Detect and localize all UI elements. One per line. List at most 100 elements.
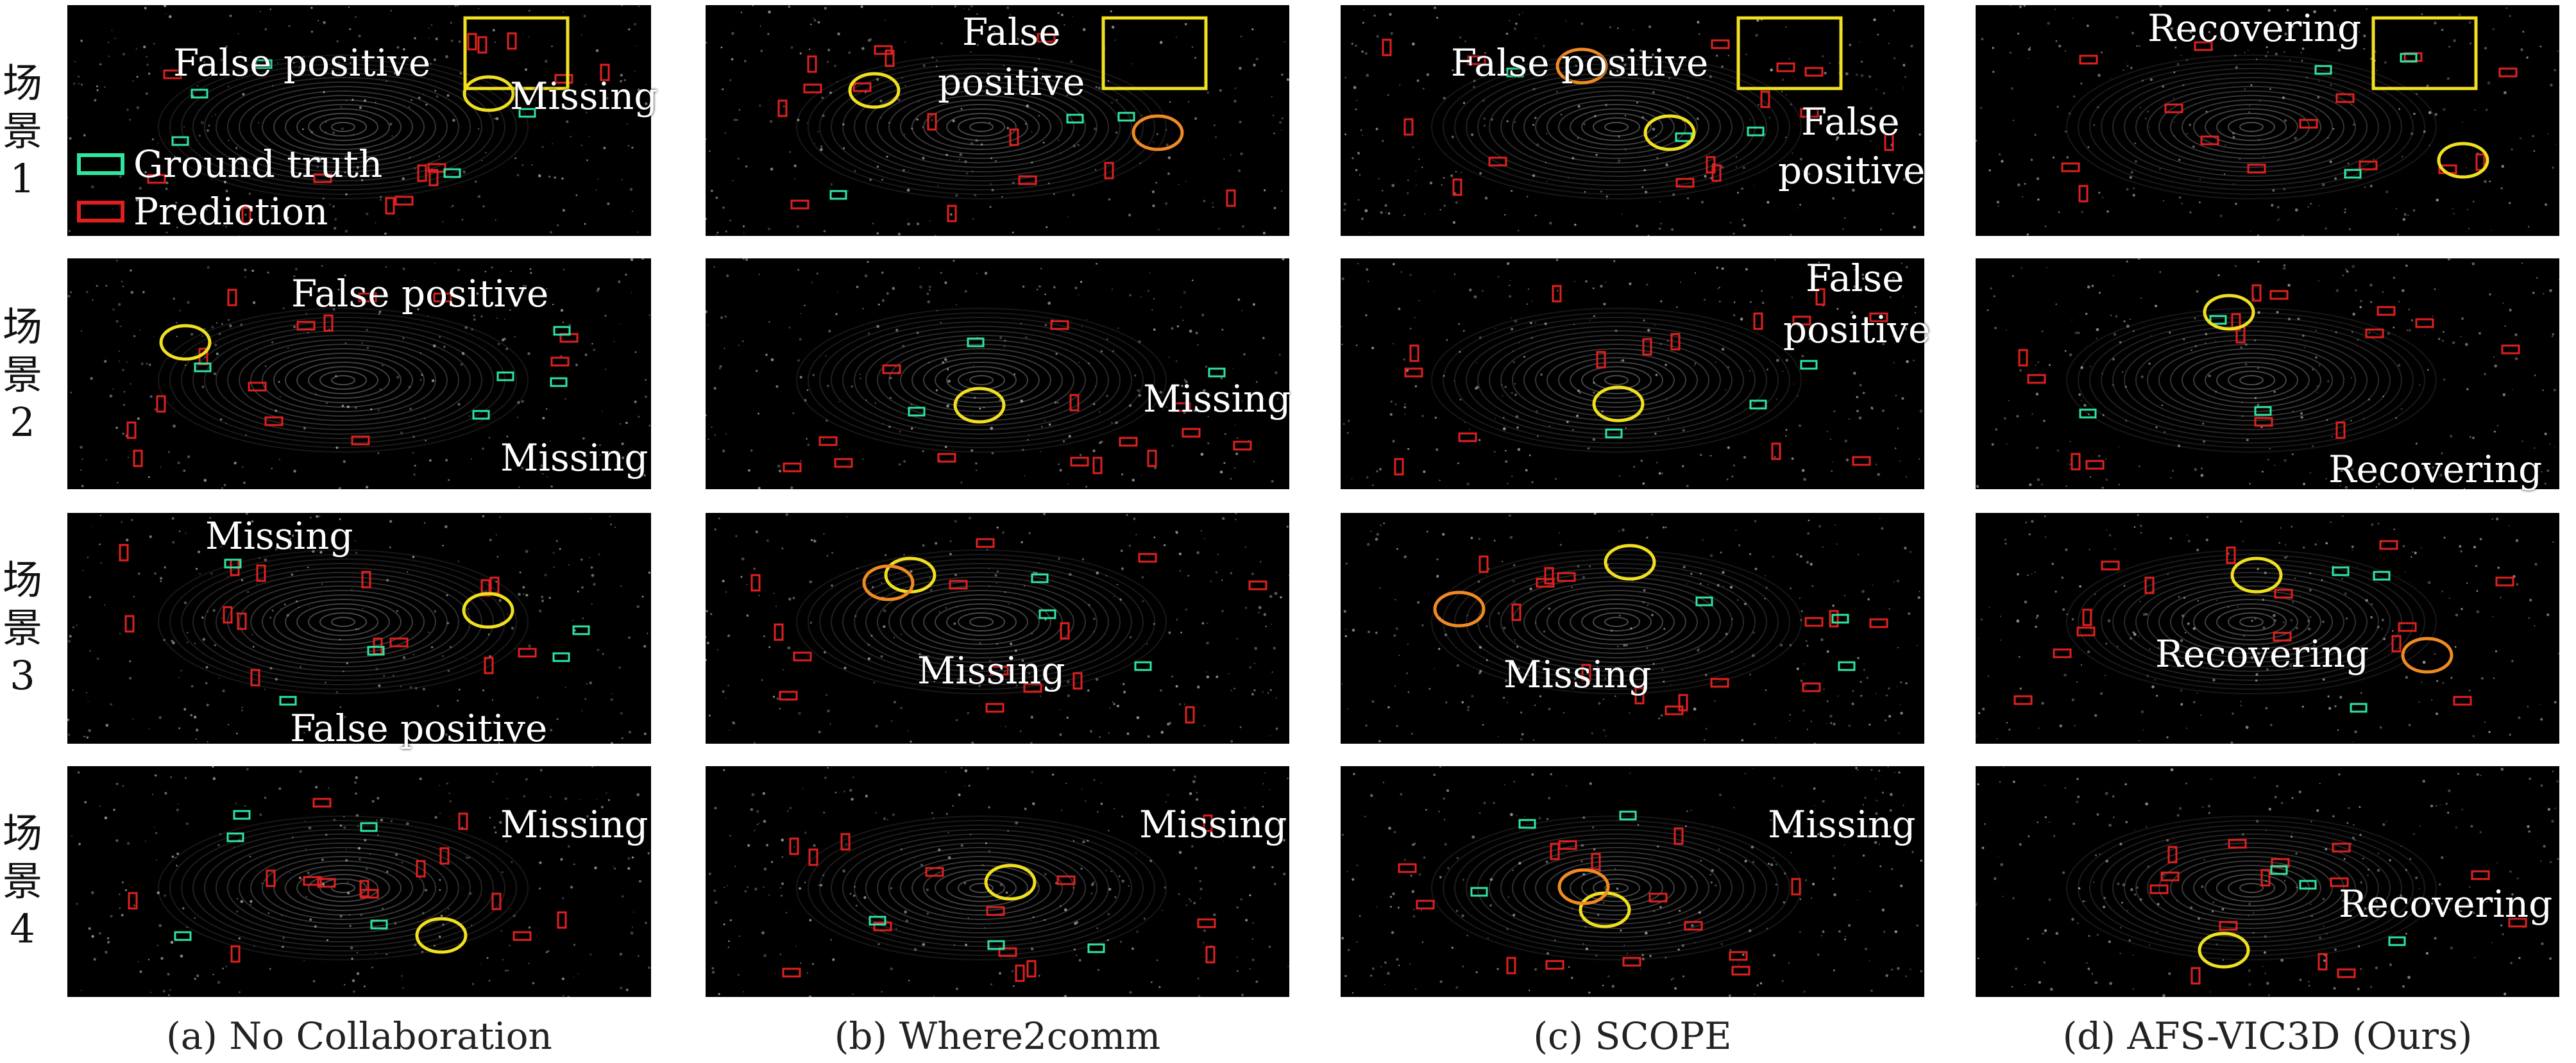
highlight-ellipse — [462, 592, 514, 629]
prediction-box — [1233, 440, 1252, 451]
prediction-box — [2415, 318, 2434, 328]
ground-truth-box — [967, 337, 985, 347]
prediction-box — [1026, 960, 1037, 978]
annotation-positive: positive — [1783, 308, 1931, 351]
prediction-box — [1205, 946, 1216, 964]
prediction-box — [2330, 877, 2349, 887]
ground-truth-box — [553, 326, 571, 336]
caption-afs-vic3d: (d) AFS-VIC3D (Ours) — [2062, 1014, 2473, 1058]
caption-scope: (c) SCOPE — [1533, 1014, 1732, 1058]
highlight-ellipse — [1604, 544, 1656, 581]
annotation-recovering: Recovering — [2155, 632, 2369, 676]
prediction-box — [1018, 175, 1037, 185]
prediction-box — [554, 74, 573, 84]
prediction-box — [2471, 870, 2490, 880]
prediction-box — [1536, 578, 1555, 588]
ground-truth-box — [2350, 703, 2368, 713]
annotation-recovering: Recovering — [2339, 882, 2553, 926]
prediction-box — [779, 691, 798, 701]
row-label-char: 4 — [10, 905, 35, 953]
prediction-box — [1634, 687, 1645, 705]
ground-truth-box — [1208, 367, 1226, 378]
prediction-box — [312, 798, 332, 808]
point-cloud-panel — [706, 513, 1289, 744]
prediction-box — [790, 199, 809, 210]
ground-truth-box — [2299, 880, 2317, 890]
prediction-box — [248, 381, 267, 392]
prediction-box — [1182, 428, 1201, 438]
prediction-box — [1119, 437, 1138, 447]
prediction-box — [2274, 589, 2293, 599]
prediction-box — [1729, 951, 1748, 961]
highlight-ellipse — [848, 72, 901, 109]
annotation-recovering: Recovering — [2148, 6, 2362, 50]
prediction-box — [2335, 93, 2355, 103]
ground-truth-box — [1831, 614, 1849, 624]
point-cloud-panel — [1976, 5, 2559, 236]
highlight-ellipse — [2230, 557, 2283, 594]
prediction-box — [1760, 90, 1770, 108]
highlight-box — [1101, 16, 1208, 90]
prediction-box — [1642, 338, 1652, 356]
prediction-box — [1511, 603, 1521, 621]
prediction-box — [1665, 705, 1684, 716]
prediction-box — [1037, 33, 1056, 43]
prediction-box — [241, 206, 251, 224]
annotation-false: False — [962, 10, 1061, 54]
prediction-box — [417, 164, 427, 182]
prediction-box — [2200, 135, 2219, 146]
prediction-box — [2332, 842, 2351, 853]
prediction-box — [925, 867, 944, 877]
point-cloud-image — [1976, 514, 2559, 744]
prediction-box — [2149, 884, 2169, 894]
ground-truth-box — [1838, 661, 1856, 671]
ground-truth-box — [2388, 936, 2406, 946]
prediction-box — [1056, 875, 1076, 885]
prediction-box — [2144, 576, 2155, 594]
prediction-box — [1069, 394, 1080, 412]
prediction-box — [2071, 453, 2081, 471]
prediction-box — [237, 612, 247, 630]
prediction-box — [557, 911, 567, 929]
ground-truth-box — [1619, 810, 1637, 821]
prediction-box — [1804, 617, 1824, 627]
annotation-false: False — [1806, 256, 1904, 300]
prediction-box — [1792, 315, 1811, 326]
ground-truth-box — [255, 59, 273, 69]
point-cloud-image — [706, 513, 1289, 744]
ground-truth-box — [1518, 819, 1536, 829]
prediction-box — [264, 416, 284, 426]
prediction-box — [124, 615, 135, 633]
prediction-box — [477, 36, 487, 54]
ground-truth-box — [829, 190, 847, 200]
prediction-box — [223, 606, 233, 624]
prediction-box — [361, 571, 371, 589]
prediction-box — [885, 49, 895, 67]
annotation-false-positive: False positive — [173, 41, 431, 85]
prediction-box — [416, 860, 426, 878]
prediction-box — [360, 889, 379, 899]
prediction-box — [1147, 449, 1157, 467]
prediction-box — [998, 947, 1017, 957]
prediction-box — [1172, 402, 1191, 412]
ground-truth-box — [171, 136, 189, 146]
prediction-box — [1092, 456, 1103, 474]
ground-truth-box — [987, 940, 1005, 950]
prediction-box — [296, 321, 316, 331]
highlight-box — [1736, 16, 1843, 90]
ground-truth-box — [370, 919, 388, 930]
prediction-box — [2085, 460, 2105, 470]
prediction-box — [927, 113, 937, 131]
prediction-box — [358, 292, 377, 303]
point-cloud-image — [1976, 5, 2559, 236]
prediction-box — [818, 436, 838, 446]
prediction-box — [227, 289, 237, 306]
prediction-box — [2013, 695, 2033, 705]
prediction-box — [2027, 374, 2046, 384]
prediction-box — [1544, 567, 1554, 585]
ground-truth-box — [2344, 169, 2362, 179]
ground-truth-box — [1134, 661, 1152, 671]
point-cloud-image — [1976, 766, 2559, 997]
prediction-box — [1622, 957, 1641, 967]
prediction-box — [1023, 683, 1042, 693]
